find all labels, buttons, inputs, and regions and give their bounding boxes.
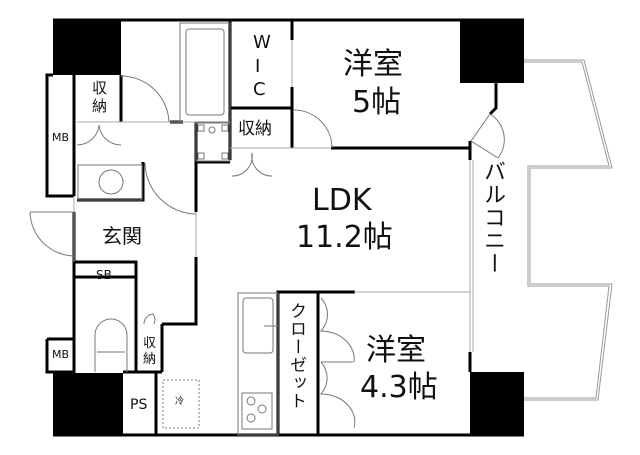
shoe-box-label: SB — [96, 268, 112, 282]
column-bottom-left — [53, 373, 123, 435]
pipe-space-label: PS — [130, 397, 148, 413]
column-top-right — [460, 20, 524, 83]
room-label-western-2-size: 4.3帖 — [360, 370, 438, 405]
room-label-ldk-size: 11.2帖 — [296, 220, 393, 255]
fixtures — [73, 22, 474, 436]
room-label-entrance: 玄関 — [102, 224, 142, 248]
mb-top-label: MB — [52, 131, 70, 144]
wic-label-w: W — [253, 32, 271, 53]
storage-toilet-label-2: 納 — [143, 352, 157, 367]
wic-label-i: I — [255, 56, 261, 77]
room-label-western-1-size: 5帖 — [352, 85, 402, 120]
closet-label: クローゼット — [286, 302, 306, 410]
door-swings — [29, 75, 505, 429]
balcony-outline — [524, 59, 613, 401]
storage-wic-label: 収納 — [238, 119, 272, 139]
storage-toilet-label-1: 収 — [143, 336, 157, 351]
column-bottom-right — [470, 372, 524, 435]
room-label-ldk-name: LDK — [312, 183, 372, 218]
outer-walls — [45, 18, 524, 437]
storage-top-left-label-1: 収 — [92, 79, 108, 97]
balcony-label: バルコニー — [480, 160, 505, 275]
room-label-western-1-name: 洋室 — [343, 47, 403, 82]
room-label-western-2-name: 洋室 — [366, 333, 426, 368]
mb-bottom-label: MB — [52, 348, 70, 361]
wic-label-c: C — [253, 79, 266, 100]
fridge-label: 冷 — [175, 397, 185, 407]
column-top-left — [53, 20, 121, 75]
storage-top-left-label-2: 納 — [92, 97, 108, 115]
